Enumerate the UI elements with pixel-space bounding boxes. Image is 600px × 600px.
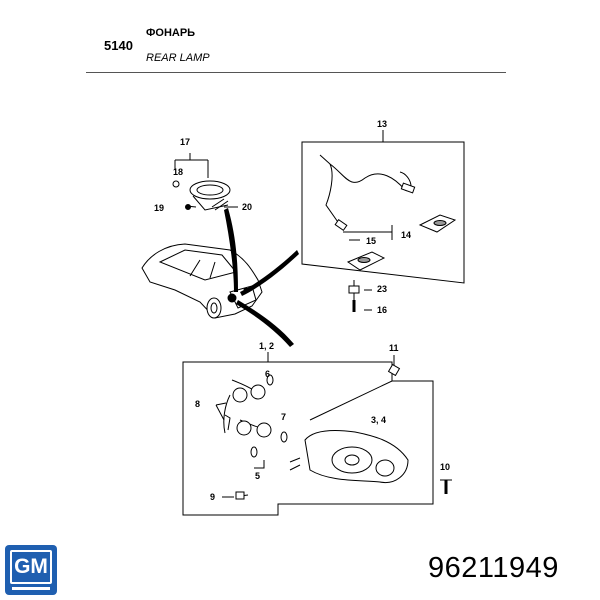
gm-logo-text: GM <box>10 550 52 584</box>
callout-14: 14 <box>401 230 411 240</box>
callout-9: 9 <box>210 492 215 502</box>
header-divider <box>86 72 506 73</box>
license-lamp-assembly <box>301 130 465 284</box>
stop-lamp-assembly <box>172 153 238 211</box>
callout-10: 10 <box>440 462 450 472</box>
title-russian: ФОНАРЬ <box>146 27 196 39</box>
callout-13: 13 <box>377 119 387 129</box>
car-outline <box>141 243 263 319</box>
callout-3-4: 3, 4 <box>371 415 386 425</box>
section-code: 5140 <box>104 38 133 53</box>
rear-lamp-assembly <box>182 352 452 516</box>
gm-logo: GM <box>5 545 57 595</box>
leader-swoosh-upper <box>224 208 238 292</box>
callout-11: 11 <box>389 343 399 353</box>
callout-20: 20 <box>242 202 252 212</box>
callout-23: 23 <box>377 284 387 294</box>
callout-6: 6 <box>265 369 270 379</box>
part-number: 96211949 <box>428 552 559 584</box>
callout-7: 7 <box>281 412 286 422</box>
title-english: REAR LAMP <box>146 52 210 64</box>
callout-18: 18 <box>173 167 183 177</box>
callout-16: 16 <box>377 305 387 315</box>
fastener-parts <box>348 280 372 312</box>
callout-19: 19 <box>154 203 164 213</box>
leader-swoosh-right <box>240 250 299 296</box>
callout-1-2: 1, 2 <box>259 341 274 351</box>
callout-8: 8 <box>195 399 200 409</box>
callout-15: 15 <box>366 236 376 246</box>
callout-5: 5 <box>255 471 260 481</box>
leader-swoosh-lower <box>236 300 294 347</box>
callout-17: 17 <box>180 137 190 147</box>
gm-logo-underline <box>12 587 50 590</box>
